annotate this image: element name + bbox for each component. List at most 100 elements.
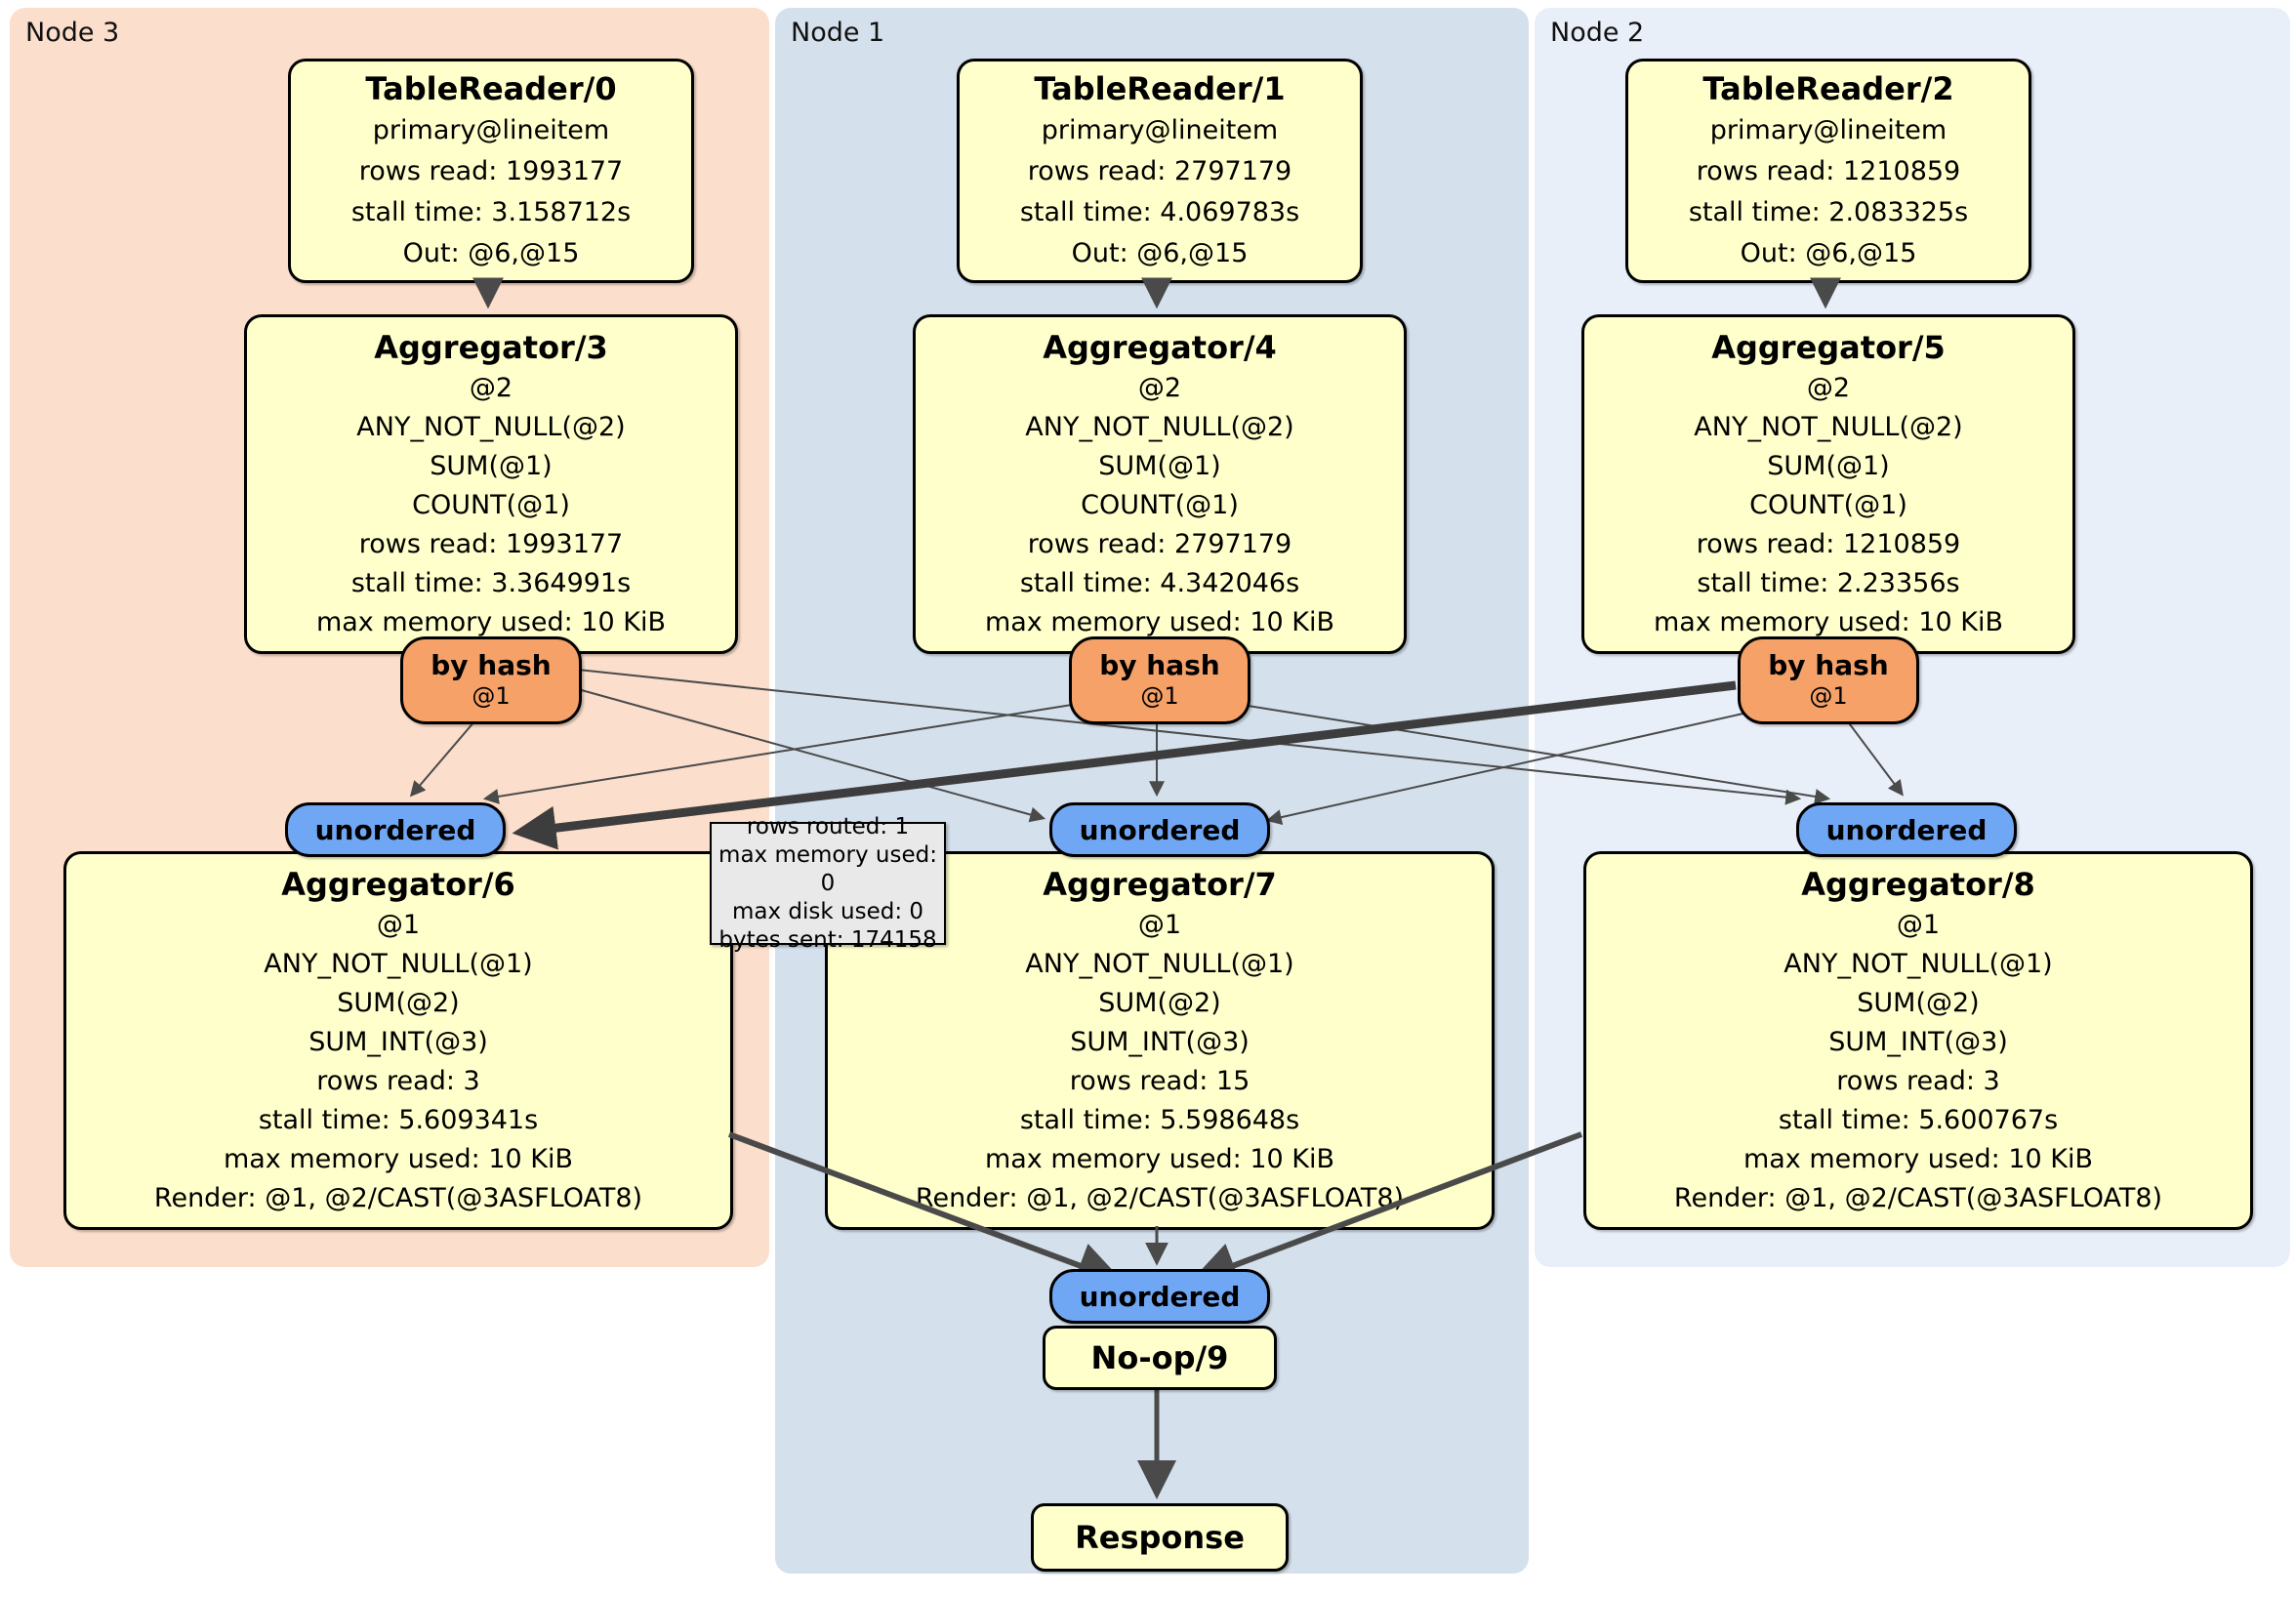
node-detail-line: stall time: 5.598648s [1019, 1105, 1300, 1135]
stream-unordered-final[interactable]: unordered [1049, 1269, 1270, 1324]
node-title: TableReader/0 [365, 70, 617, 107]
node-aggregator-3[interactable]: Aggregator/3 @2 ANY_NOT_NULL(@2) SUM(@1)… [244, 314, 738, 654]
node-detail-line: primary@lineitem [372, 115, 610, 145]
stream-stats-tooltip: rows routed: 1 max memory used: 0 max di… [710, 814, 946, 953]
node-detail-line: rows read: 3 [316, 1066, 480, 1096]
node-detail-line: rows read: 1210859 [1696, 529, 1961, 559]
node-detail-line: rows read: 1993177 [358, 156, 624, 186]
node-detail-line: rows read: 2797179 [1027, 156, 1292, 186]
node-title: Aggregator/3 [374, 329, 608, 366]
node-tablereader-0[interactable]: TableReader/0 primary@lineitem rows read… [288, 59, 694, 283]
node-detail-line: COUNT(@1) [1081, 490, 1239, 520]
node-detail-line: COUNT(@1) [1749, 490, 1907, 520]
region-node2-label: Node 2 [1550, 18, 1645, 48]
stream-label: unordered [1079, 813, 1241, 846]
tooltip-line: rows routed: 1 [746, 813, 910, 839]
node-detail-line: Out: @6,@15 [402, 238, 580, 268]
node-detail-line: rows read: 1993177 [358, 529, 624, 559]
stream-label: unordered [314, 813, 476, 846]
node-detail-line: max memory used: 10 KiB [1742, 1144, 2094, 1174]
node-detail-line: max memory used: 10 KiB [984, 1144, 1335, 1174]
node-detail-line: ANY_NOT_NULL(@1) [264, 949, 533, 979]
node-detail-line: SUM(@2) [1857, 988, 1980, 1018]
node-title: Aggregator/5 [1711, 329, 1946, 366]
node-detail-line: stall time: 3.364991s [350, 568, 632, 598]
node-detail-line: SUM_INT(@3) [308, 1027, 488, 1057]
node-detail-line: rows read: 15 [1069, 1066, 1250, 1096]
node-detail-line: COUNT(@1) [412, 490, 570, 520]
node-detail-line: Out: @6,@15 [1740, 238, 1917, 268]
node-title: Aggregator/6 [281, 866, 515, 903]
router-hash-column: @1 [1140, 682, 1179, 710]
node-detail-line: @1 [376, 910, 421, 940]
node-aggregator-5[interactable]: Aggregator/5 @2 ANY_NOT_NULL(@2) SUM(@1)… [1581, 314, 2075, 654]
router-by-hash-node1[interactable]: by hash @1 [1069, 636, 1250, 724]
node-detail-line: stall time: 4.069783s [1019, 197, 1300, 227]
node-detail-line: SUM_INT(@3) [1070, 1027, 1250, 1057]
node-aggregator-6[interactable]: Aggregator/6 @1 ANY_NOT_NULL(@1) SUM(@2)… [63, 851, 733, 1230]
node-detail-line: SUM(@2) [1098, 988, 1221, 1018]
node-detail-line: stall time: 5.609341s [258, 1105, 539, 1135]
node-tablereader-1[interactable]: TableReader/1 primary@lineitem rows read… [957, 59, 1363, 283]
node-detail-line: @2 [469, 373, 513, 403]
router-label: by hash [430, 649, 552, 681]
node-title: Aggregator/8 [1801, 866, 2035, 903]
tooltip-line: max memory used: 0 [718, 841, 937, 896]
node-detail-line: Out: @6,@15 [1071, 238, 1249, 268]
router-hash-column: @1 [1809, 682, 1848, 710]
node-noop-9[interactable]: No-op/9 [1043, 1326, 1277, 1390]
node-detail-line: max memory used: 10 KiB [315, 607, 667, 637]
node-detail-line: stall time: 3.158712s [350, 197, 632, 227]
node-detail-line: Render: @1, @2/CAST(@3ASFLOAT8) [153, 1183, 643, 1213]
node-detail-line: max memory used: 10 KiB [984, 607, 1335, 637]
node-detail-line: Render: @1, @2/CAST(@3ASFLOAT8) [915, 1183, 1405, 1213]
node-tablereader-2[interactable]: TableReader/2 primary@lineitem rows read… [1625, 59, 2031, 283]
router-hash-column: @1 [472, 682, 511, 710]
node-detail-line: stall time: 2.083325s [1688, 197, 1969, 227]
node-title: Aggregator/4 [1043, 329, 1277, 366]
tooltip-line: bytes sent: 174158 [718, 926, 937, 953]
node-title: Response [1075, 1519, 1245, 1556]
node-detail-line: @2 [1806, 373, 1851, 403]
node-detail-line: rows read: 2797179 [1027, 529, 1292, 559]
node-detail-line: rows read: 3 [1836, 1066, 2000, 1096]
stream-label: unordered [1825, 813, 1988, 846]
node-detail-line: SUM(@1) [1767, 451, 1890, 481]
node-detail-line: SUM(@1) [1098, 451, 1221, 481]
router-by-hash-node2[interactable]: by hash @1 [1738, 636, 1919, 724]
stream-label: unordered [1079, 1280, 1241, 1313]
node-detail-line: ANY_NOT_NULL(@1) [1784, 949, 2053, 979]
router-label: by hash [1768, 649, 1889, 681]
node-title: Aggregator/7 [1043, 866, 1277, 903]
router-by-hash-node3[interactable]: by hash @1 [400, 636, 582, 724]
node-detail-line: stall time: 4.342046s [1019, 568, 1300, 598]
node-aggregator-4[interactable]: Aggregator/4 @2 ANY_NOT_NULL(@2) SUM(@1)… [913, 314, 1407, 654]
node-detail-line: @2 [1137, 373, 1182, 403]
node-detail-line: SUM_INT(@3) [1828, 1027, 2008, 1057]
region-node3-label: Node 3 [25, 18, 120, 48]
stream-unordered-node1[interactable]: unordered [1049, 802, 1270, 857]
node-title: TableReader/1 [1034, 70, 1286, 107]
node-detail-line: ANY_NOT_NULL(@1) [1025, 949, 1294, 979]
node-detail-line: ANY_NOT_NULL(@2) [1694, 412, 1963, 442]
node-detail-line: max memory used: 10 KiB [223, 1144, 574, 1174]
node-detail-line: primary@lineitem [1709, 115, 1948, 145]
node-detail-line: ANY_NOT_NULL(@2) [356, 412, 626, 442]
node-detail-line: stall time: 5.600767s [1778, 1105, 2059, 1135]
router-label: by hash [1099, 649, 1220, 681]
stream-unordered-node3[interactable]: unordered [285, 802, 506, 857]
node-response[interactable]: Response [1031, 1503, 1289, 1572]
node-detail-line: SUM(@2) [337, 988, 460, 1018]
node-detail-line: ANY_NOT_NULL(@2) [1025, 412, 1294, 442]
node-detail-line: SUM(@1) [430, 451, 553, 481]
node-detail-line: max memory used: 10 KiB [1653, 607, 2004, 637]
node-detail-line: @1 [1137, 910, 1182, 940]
node-detail-line: @1 [1896, 910, 1941, 940]
node-title: No-op/9 [1090, 1339, 1229, 1376]
stream-unordered-node2[interactable]: unordered [1796, 802, 2017, 857]
node-aggregator-8[interactable]: Aggregator/8 @1 ANY_NOT_NULL(@1) SUM(@2)… [1583, 851, 2253, 1230]
node-detail-line: Render: @1, @2/CAST(@3ASFLOAT8) [1673, 1183, 2163, 1213]
tooltip-line: max disk used: 0 [731, 898, 924, 924]
node-detail-line: rows read: 1210859 [1696, 156, 1961, 186]
